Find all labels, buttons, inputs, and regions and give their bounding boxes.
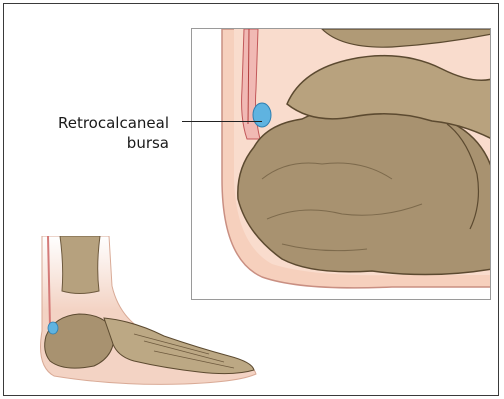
bursa-label: Retrocalcaneal bursa [58, 113, 169, 153]
label-leader-line [182, 121, 262, 122]
bursa-label-line1: Retrocalcaneal [58, 113, 169, 133]
foot-overview-drawing [24, 236, 264, 386]
foot-bursa-marker [48, 322, 58, 334]
bursa-label-line2: bursa [58, 133, 169, 153]
retrocalcaneal-bursa [253, 103, 271, 127]
illustration-frame: Retrocalcaneal bursa [3, 3, 499, 396]
tibia-bone [60, 236, 100, 294]
